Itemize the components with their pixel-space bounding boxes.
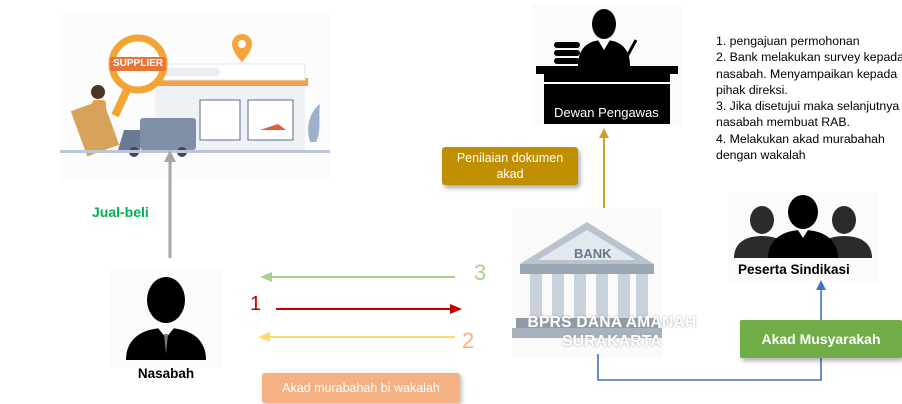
steps-list: 1. pengajuan permohonan 2. Bank melakuka… [716,33,902,163]
nasabah-label: Nasabah [137,366,195,381]
bank-name: BPRS DANA AMANAH SURAKARTA [512,313,712,351]
step-line: 4. Melakukan akad murabahah [716,131,885,146]
dewan-pengawas-label: Dewan Pengawas [554,105,659,120]
arrow-1-number: 1 [250,293,262,315]
step-line: 1. pengajuan permohonan [716,34,860,48]
step-line: nasabah. Menyampaikan kepada [716,66,898,81]
bank-name-line-2: SURAKARTA [562,333,662,350]
supplier-sign-text: SUPPLIER [112,58,163,69]
nasabah-figure [110,268,222,368]
akad-musyarakah-box: Akad Musyarakah [740,320,902,358]
step-line: 2. Bank melakukan survey kepada [716,50,902,65]
step-line: pihak direksi. [716,82,788,97]
supplier-sign: SUPPLIER [110,57,166,71]
dewan-pengawas-figure [532,4,682,126]
bank-sign: BANK [574,246,612,261]
akad-murabahah-box: Akad murabahah bi wakalah [262,373,460,403]
jual-beli-label: Jual-beli [92,204,149,220]
arrow-2-number: 2 [462,328,475,353]
penilaian-dokumen-box: Penilaian dokumen akad [442,147,578,185]
jual-beli-arrow [160,150,180,260]
bank-building [512,208,662,358]
supplier-illustration [60,12,330,182]
penilaian-dokumen-label: Penilaian dokumen akad [456,151,564,181]
arrow-3-number: 3 [474,260,487,285]
bank-name-line-1: BPRS DANA AMANAH [527,314,697,331]
step-line: nasabah membuat RAB. [716,115,850,130]
arrows-layer [250,260,480,350]
step-line: dengan wakalah [716,148,806,163]
step-line: 3. Jika disetujui maka selanjutnya [716,99,900,114]
peserta-sindikasi-label: Peserta Sindikasi [738,262,850,277]
peserta-sindikasi-figure [728,192,878,282]
